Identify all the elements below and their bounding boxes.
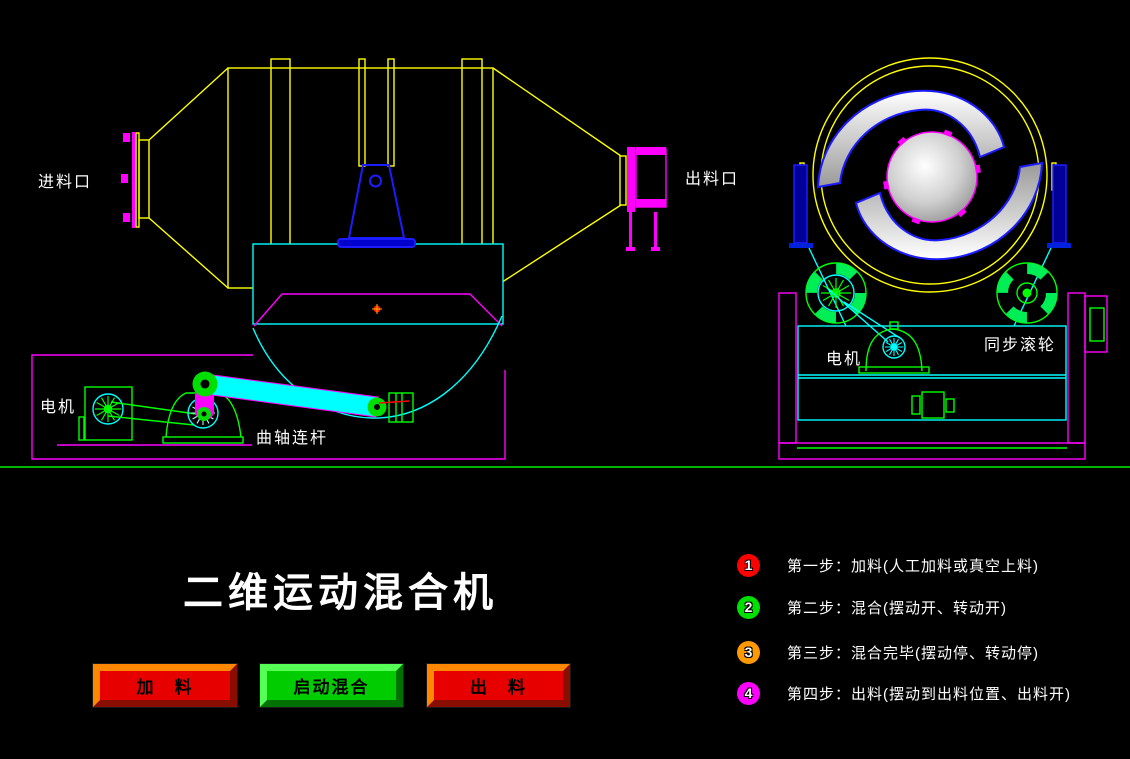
status-indicator-dot: [372, 304, 382, 314]
step-badge-4: 4: [737, 681, 760, 705]
step-item-2: 2 第二步：混合(摆动开、转动开): [737, 595, 1007, 619]
left-motor-label: 电机: [40, 399, 77, 416]
sync-roller-label: 同步滚轮: [984, 337, 1057, 354]
step-text-3: 第三步：混合完毕(摆动停、转动停): [787, 644, 1039, 662]
right-machine-view: [778, 57, 1108, 460]
bearing-brackets: [789, 162, 1071, 248]
step-text-4: 第四步：出料(摆动到出料位置、出料开): [787, 685, 1071, 703]
right-frame: [778, 247, 1108, 460]
center-sphere: [883, 129, 981, 225]
step-item-1: 1 第一步：加料(人工加料或真空上料): [737, 553, 1039, 577]
right-motor: [826, 287, 930, 374]
step-badge-1: 1: [737, 553, 760, 577]
crank-rod-label: 曲轴连杆: [256, 430, 329, 447]
step-badge-3: 3: [737, 640, 760, 664]
mixing-paddles: [816, 89, 1044, 261]
outlet-label: 出料口: [685, 171, 740, 188]
step-text-1: 第一步：加料(人工加料或真空上料): [787, 557, 1039, 575]
inlet-label: 进料口: [38, 174, 93, 191]
connecting-rod: [192, 371, 414, 423]
step-item-4: 4 第四步：出料(摆动到出料位置、出料开): [737, 681, 1071, 705]
machine-diagram: [31, 57, 1108, 460]
page-title: 二维运动混合机: [183, 571, 498, 615]
feed-button[interactable]: 加 料: [92, 663, 238, 708]
section-divider: [0, 466, 1130, 468]
step-badge-2: 2: [737, 595, 760, 619]
outlet-valve: [626, 147, 667, 251]
sync-roller-left: [805, 262, 867, 324]
trunnion-support: [337, 164, 416, 248]
sync-roller-right: [996, 262, 1058, 324]
start-mix-button[interactable]: 启动混合: [259, 663, 404, 708]
left-motor: [78, 386, 197, 441]
inlet-bolt-marks: [121, 133, 130, 222]
right-motor-label: 电机: [826, 351, 863, 368]
step-item-3: 3 第三步：混合完毕(摆动停、转动停): [737, 640, 1039, 664]
step-text-2: 第二步：混合(摆动开、转动开): [787, 599, 1007, 617]
left-machine-view: [31, 58, 667, 460]
discharge-button[interactable]: 出 料: [426, 663, 571, 708]
